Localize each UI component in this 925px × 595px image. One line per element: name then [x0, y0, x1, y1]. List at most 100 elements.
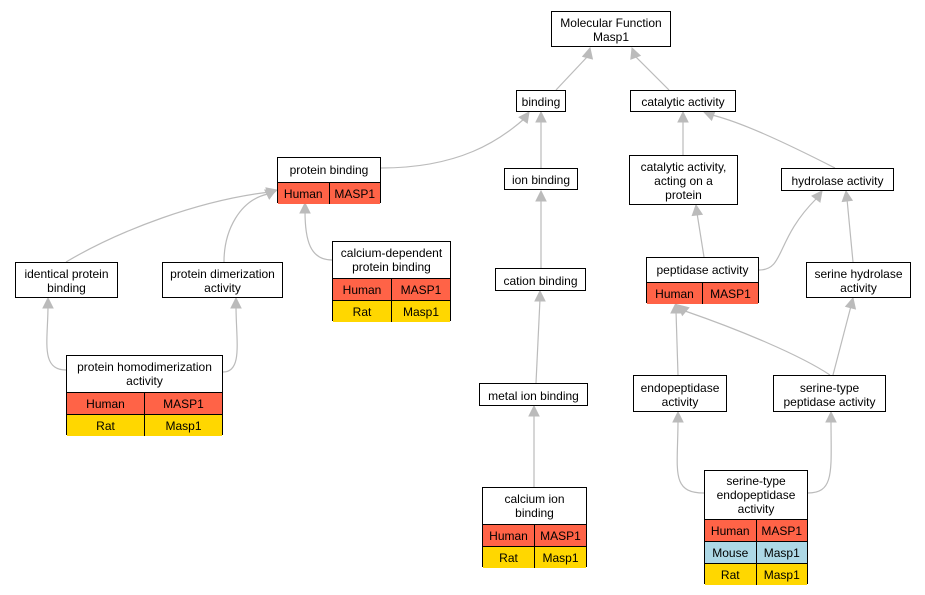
arrowhead-3 — [535, 110, 547, 123]
edge-2 — [380, 118, 525, 169]
arrowhead-8 — [299, 201, 311, 214]
species-cell: Rat — [720, 567, 740, 582]
species-row-human: Human MASP1 — [278, 182, 380, 204]
node-label: Molecular Function Masp1 — [560, 16, 662, 44]
arrowhead-10 — [691, 203, 704, 217]
species-cell: Human — [489, 528, 528, 543]
edge-8 — [304, 210, 333, 261]
node-label: catalytic activity — [641, 95, 725, 109]
edge-15 — [535, 298, 541, 384]
node-label: ion binding — [511, 173, 571, 187]
node-label: protein dimerization activity — [170, 267, 275, 295]
arrowhead-9 — [535, 189, 547, 202]
species-row-human: Human MASP1 — [483, 524, 586, 546]
node-label: serine hydrolase activity — [814, 267, 903, 295]
species-row-human: Human MASP1 — [333, 278, 450, 300]
edge-21 — [807, 419, 832, 494]
edge-16 — [675, 310, 679, 376]
edge-10 — [696, 212, 705, 258]
gene-cell: MASP1 — [328, 183, 381, 204]
gene-cell: Masp1 — [755, 542, 808, 563]
node-label: calcium ion binding — [504, 492, 565, 520]
species-cell: Human — [283, 186, 323, 201]
edge-14 — [222, 305, 238, 373]
edge-13 — [46, 305, 67, 371]
node-label: identical protein binding — [24, 267, 109, 295]
arrowhead-2 — [518, 111, 530, 124]
arrowhead-7 — [264, 189, 277, 200]
arrowhead-11 — [811, 190, 823, 203]
species-cell: Human — [655, 286, 694, 301]
arrowhead-16 — [670, 301, 682, 314]
gene-cell: Masp1 — [755, 564, 808, 585]
node-serine-peptidase[interactable]: serine-type peptidase activity — [773, 375, 886, 412]
edge-7 — [223, 193, 269, 263]
gene-cell: MASP1 — [144, 393, 222, 414]
node-catalytic[interactable]: catalytic activity — [630, 90, 736, 112]
node-label: hydrolase activity — [791, 173, 884, 188]
species-row-human: Human MASP1 — [705, 519, 807, 541]
species-cell: Mouse — [712, 545, 749, 560]
node-label: peptidase activity — [656, 263, 749, 277]
node-cation[interactable]: cation binding — [495, 268, 586, 291]
node-identical[interactable]: identical protein binding — [15, 262, 118, 298]
arrowhead-20 — [672, 410, 684, 423]
node-label: metal ion binding — [488, 388, 579, 403]
node-serine-hydrolase[interactable]: serine hydrolase activity — [806, 262, 911, 298]
node-ion-binding[interactable]: ion binding — [504, 168, 578, 190]
node-label: serine-type endopeptidase activity — [716, 474, 796, 516]
arrowhead-19 — [528, 404, 540, 417]
arrowhead-4 — [677, 110, 689, 123]
edge-1 — [634, 55, 670, 91]
node-hydrolase[interactable]: hydrolase activity — [781, 168, 894, 191]
species-row-rat: Rat Masp1 — [705, 563, 807, 585]
arrowhead-1 — [630, 46, 642, 60]
arrowhead-17 — [677, 304, 690, 317]
edge-11 — [758, 198, 817, 271]
arrowhead-13 — [42, 296, 54, 309]
node-label: endopeptidase activity — [640, 380, 720, 409]
species-cell: Human — [86, 396, 125, 411]
gene-cell: Masp1 — [534, 547, 586, 568]
node-label: binding — [521, 95, 561, 109]
species-cell: Human — [710, 523, 750, 538]
node-endopeptidase[interactable]: endopeptidase activity — [633, 375, 727, 412]
edge-17 — [684, 310, 831, 376]
arrowhead-0 — [581, 46, 594, 60]
arrowhead-21 — [825, 410, 837, 423]
arrowhead-14 — [230, 296, 242, 309]
edge-5 — [711, 114, 836, 169]
gene-cell: Masp1 — [144, 415, 222, 436]
node-label: protein homodimerization activity — [77, 360, 212, 388]
edge-0 — [555, 55, 589, 91]
node-dimerization[interactable]: protein dimerization activity — [162, 262, 283, 298]
gene-cell: MASP1 — [702, 283, 758, 304]
node-binding[interactable]: binding — [516, 90, 566, 112]
gene-cell: MASP1 — [391, 279, 450, 300]
species-row-mouse: Mouse Masp1 — [705, 541, 807, 563]
arrowhead-18 — [844, 296, 857, 310]
node-label: serine-type peptidase activity — [783, 380, 876, 409]
gene-cell: MASP1 — [755, 520, 808, 541]
species-cell: Human — [342, 282, 382, 297]
node-root[interactable]: Molecular Function Masp1 — [551, 11, 671, 47]
node-label: cation binding — [503, 273, 578, 288]
gene-cell: MASP1 — [534, 525, 586, 546]
node-metal-ion[interactable]: metal ion binding — [479, 383, 588, 406]
node-cat-protein[interactable]: catalytic activity, acting on a protein — [629, 155, 738, 205]
edge-20 — [676, 419, 705, 494]
node-label: calcium-dependent protein binding — [340, 246, 443, 274]
edge-6 — [65, 191, 271, 263]
species-row-human: Human MASP1 — [647, 282, 758, 304]
